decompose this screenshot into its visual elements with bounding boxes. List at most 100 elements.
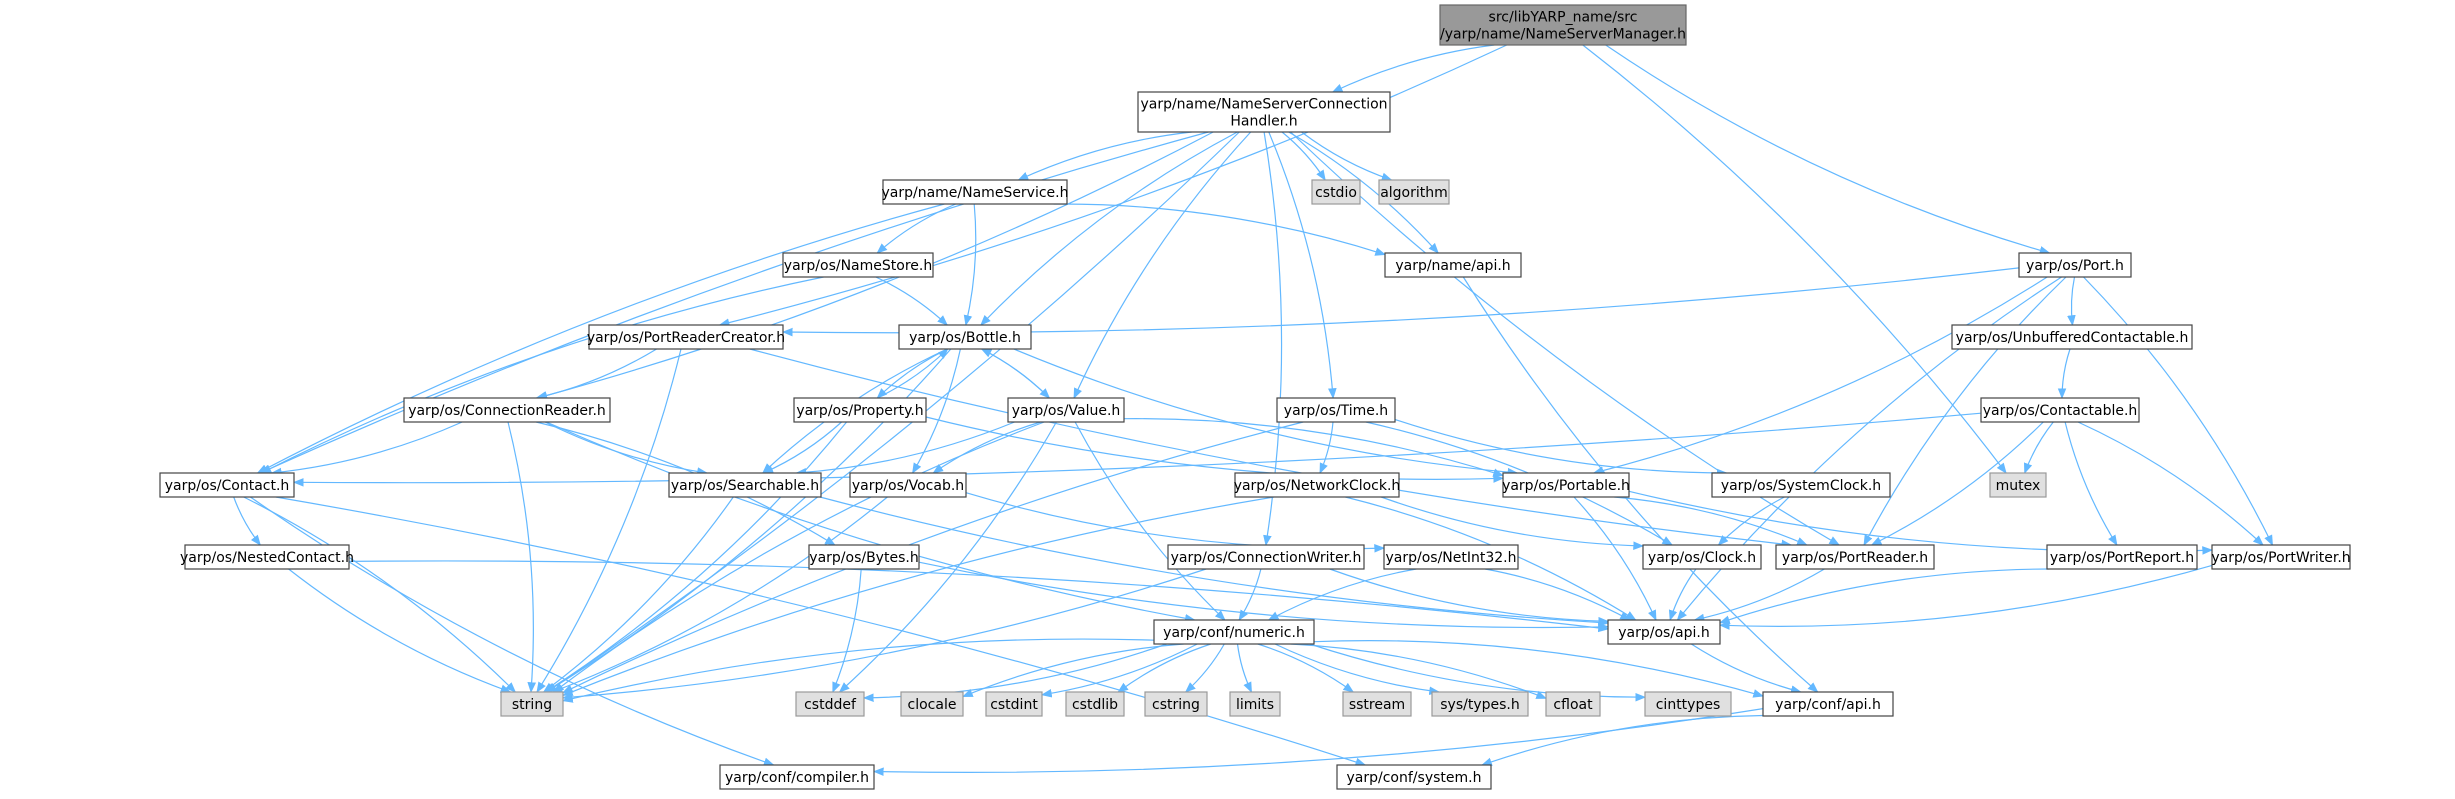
edge-time-to-clock bbox=[1365, 421, 1674, 546]
node-cinttypes: cinttypes bbox=[1644, 691, 1732, 717]
node-label: cstdlib bbox=[1072, 697, 1118, 713]
edge-vocab-to-netInt32 bbox=[965, 492, 1386, 553]
edge-portReaderCreator-to-connReader bbox=[535, 348, 657, 401]
node-label: Handler.h bbox=[1230, 114, 1297, 130]
node-box bbox=[795, 691, 865, 717]
node-label: yarp/os/Contactable.h bbox=[1983, 403, 2138, 419]
edge-portWriter-to-osApi bbox=[1718, 564, 2213, 630]
node-label: yarp/conf/compiler.h bbox=[725, 770, 869, 786]
node-limits: limits bbox=[1229, 691, 1281, 717]
node-label: /yarp/name/NameServerManager.h bbox=[1440, 27, 1686, 43]
node-portWriter[interactable]: yarp/os/PortWriter.h bbox=[2211, 544, 2351, 570]
node-vocab[interactable]: yarp/os/Vocab.h bbox=[849, 472, 967, 498]
node-box bbox=[1762, 691, 1894, 717]
node-port[interactable]: yarp/os/Port.h bbox=[2018, 252, 2132, 278]
node-box bbox=[1167, 544, 1365, 570]
edge-time-to-systemClock bbox=[1394, 418, 1728, 478]
edge-contactable-to-portReader bbox=[1870, 421, 2044, 546]
node-label: yarp/os/Port.h bbox=[2026, 258, 2124, 274]
node-value[interactable]: yarp/os/Value.h bbox=[1007, 397, 1125, 423]
node-box bbox=[1065, 691, 1125, 717]
edge-connReader-to-contact bbox=[270, 421, 463, 477]
edge-confNumeric-to-limits bbox=[1236, 643, 1253, 693]
edge-contactable-to-mutex bbox=[2023, 421, 2054, 475]
edge-port-to-portReaderCreator bbox=[781, 267, 2020, 337]
node-osApi[interactable]: yarp/os/api.h bbox=[1607, 619, 1721, 645]
node-contactable[interactable]: yarp/os/Contactable.h bbox=[1980, 397, 2140, 423]
node-confApi[interactable]: yarp/conf/api.h bbox=[1762, 691, 1894, 717]
node-cstdio: cstdio bbox=[1311, 179, 1361, 205]
nodes-layer: src/libYARP_name/src/yarp/name/NameServe… bbox=[159, 4, 2351, 790]
node-box bbox=[782, 252, 934, 278]
node-sstream: sstream bbox=[1342, 691, 1412, 717]
edge-nameService-to-contact bbox=[256, 203, 945, 474]
node-bottle[interactable]: yarp/os/Bottle.h bbox=[898, 324, 1032, 350]
node-connWriter[interactable]: yarp/os/ConnectionWriter.h bbox=[1167, 544, 1365, 570]
node-algorithm: algorithm bbox=[1378, 179, 1450, 205]
node-system[interactable]: yarp/conf/system.h bbox=[1336, 764, 1492, 790]
node-systemClock[interactable]: yarp/os/SystemClock.h bbox=[1711, 472, 1891, 498]
node-label: string bbox=[512, 697, 552, 713]
edge-root-to-nscHandler bbox=[1331, 44, 1495, 93]
node-contact[interactable]: yarp/os/Contact.h bbox=[159, 472, 295, 498]
edge-port-to-portWriter bbox=[2083, 276, 2274, 546]
node-time[interactable]: yarp/os/Time.h bbox=[1276, 397, 1396, 423]
node-connReader[interactable]: yarp/os/ConnectionReader.h bbox=[403, 397, 611, 423]
node-mutex: mutex bbox=[1989, 472, 2047, 498]
node-compiler[interactable]: yarp/conf/compiler.h bbox=[719, 764, 875, 790]
edge-portReader-to-osApi bbox=[1693, 568, 1825, 623]
node-searchable[interactable]: yarp/os/Searchable.h bbox=[668, 472, 822, 498]
node-cstring: cstring bbox=[1144, 691, 1208, 717]
node-property[interactable]: yarp/os/Property.h bbox=[793, 397, 927, 423]
edge-searchable-to-string bbox=[542, 496, 734, 693]
node-portReport[interactable]: yarp/os/PortReport.h bbox=[2046, 544, 2198, 570]
node-box bbox=[900, 691, 964, 717]
node-unbuffered[interactable]: yarp/os/UnbufferedContactable.h bbox=[1951, 324, 2193, 350]
node-box bbox=[1980, 397, 2140, 423]
edge-nscHandler-to-time bbox=[1268, 131, 1337, 400]
node-label: yarp/os/NetworkClock.h bbox=[1234, 478, 1401, 494]
node-netInt32[interactable]: yarp/os/NetInt32.h bbox=[1383, 544, 1519, 570]
edge-value-to-bottle bbox=[980, 348, 1050, 399]
edge-connWriter-to-string bbox=[561, 568, 1207, 702]
edge-contact-to-string bbox=[243, 496, 517, 693]
node-box bbox=[793, 397, 927, 423]
node-label: yarp/name/NameServerConnection bbox=[1140, 97, 1387, 113]
edge-osApi-to-confApi bbox=[1690, 643, 1802, 694]
edge-connReader-to-string bbox=[507, 421, 537, 694]
node-networkClock[interactable]: yarp/os/NetworkClock.h bbox=[1234, 472, 1401, 498]
node-box bbox=[1431, 691, 1529, 717]
edge-connReader-to-bytes bbox=[535, 421, 836, 546]
edge-vocab-to-string bbox=[551, 496, 888, 693]
node-bytes[interactable]: yarp/os/Bytes.h bbox=[808, 544, 920, 570]
edge-root-to-portReaderCreator bbox=[718, 44, 1508, 327]
edge-confNumeric-to-sstream bbox=[1257, 643, 1355, 693]
node-box bbox=[1378, 179, 1450, 205]
node-cstdlib: cstdlib bbox=[1065, 691, 1125, 717]
node-nestedContact[interactable]: yarp/os/NestedContact.h bbox=[180, 544, 354, 570]
edge-value-to-string bbox=[552, 421, 1045, 693]
node-string: string bbox=[500, 691, 564, 717]
node-box bbox=[1342, 691, 1412, 717]
node-portReader[interactable]: yarp/os/PortReader.h bbox=[1775, 544, 1935, 570]
edge-property-to-string bbox=[544, 421, 848, 693]
node-box bbox=[500, 691, 564, 717]
edge-unbuffered-to-contactable bbox=[2057, 348, 2071, 400]
node-confNumeric[interactable]: yarp/conf/numeric.h bbox=[1153, 619, 1315, 645]
node-box bbox=[2046, 544, 2198, 570]
edge-networkClock-to-clock bbox=[1380, 496, 1645, 551]
node-box bbox=[882, 179, 1068, 205]
node-clock[interactable]: yarp/os/Clock.h bbox=[1642, 544, 1762, 570]
node-nameStore[interactable]: yarp/os/NameStore.h bbox=[782, 252, 934, 278]
node-nameService[interactable]: yarp/name/NameService.h bbox=[881, 179, 1069, 205]
node-portReaderCreator[interactable]: yarp/os/PortReaderCreator.h bbox=[587, 324, 785, 350]
node-label: cstring bbox=[1152, 697, 1200, 713]
node-root[interactable]: src/libYARP_name/src/yarp/name/NameServe… bbox=[1439, 4, 1687, 46]
node-label: algorithm bbox=[1380, 185, 1448, 201]
node-portable[interactable]: yarp/os/Portable.h bbox=[1502, 472, 1630, 498]
node-nameApi[interactable]: yarp/name/api.h bbox=[1384, 252, 1522, 278]
node-box bbox=[1642, 544, 1762, 570]
node-label: yarp/os/Value.h bbox=[1012, 403, 1121, 419]
node-box bbox=[849, 472, 967, 498]
